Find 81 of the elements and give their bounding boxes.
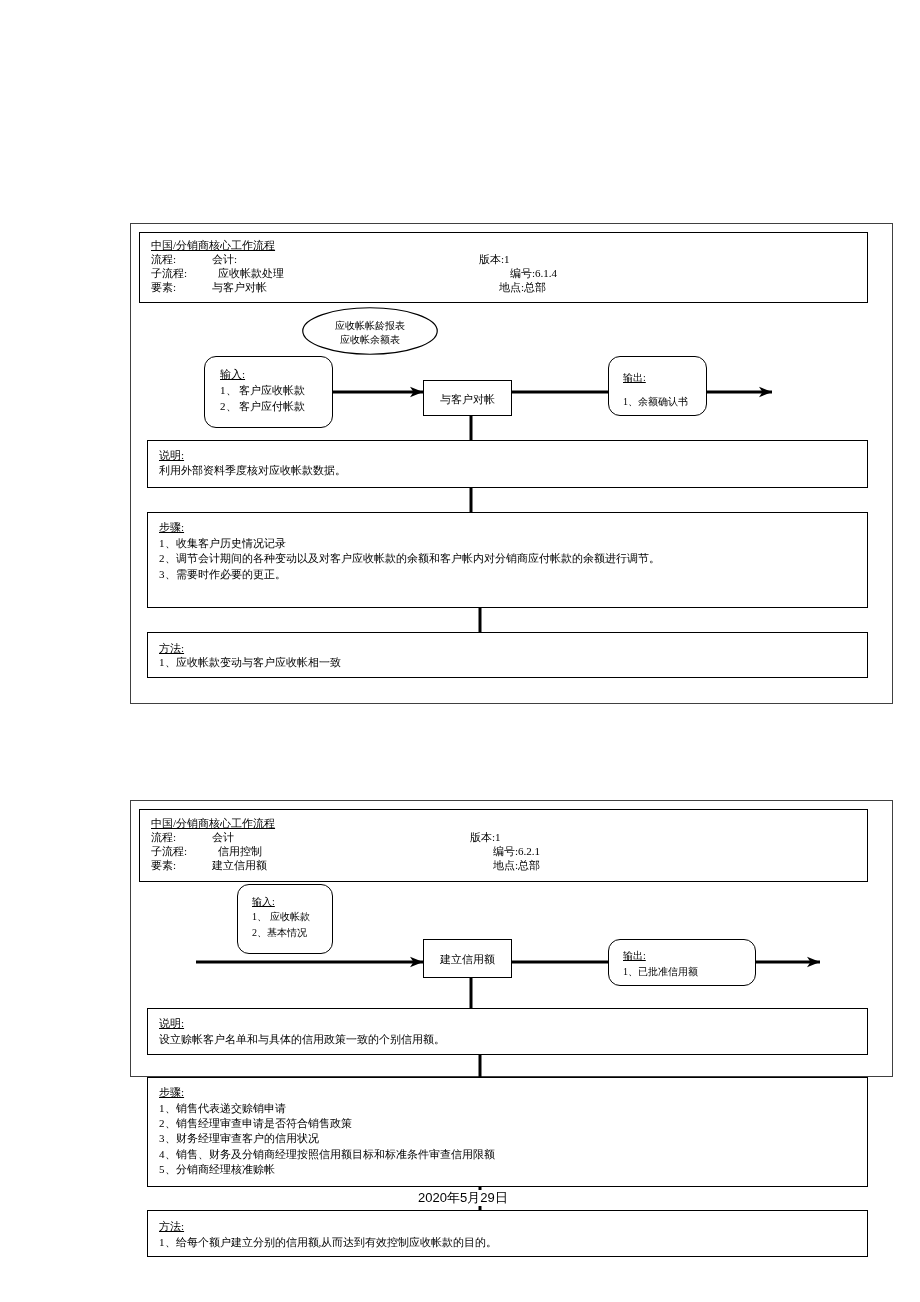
panel-frame: [130, 800, 893, 1077]
arrow: [333, 386, 423, 398]
list-item: 1、已批准信用额: [623, 964, 698, 978]
connector-line: [478, 608, 482, 632]
body-text: 设立赊帐客户名单和与具体的信用政策一致的个别信用额。: [159, 1032, 445, 1046]
field-text: 子流程:: [151, 266, 188, 280]
section-heading: 说明:: [159, 448, 185, 462]
connector-line: [512, 960, 608, 964]
section-heading: 输出:: [623, 948, 646, 962]
method-box: [147, 1210, 868, 1257]
list-item: 1、销售代表递交赊销申请: [159, 1101, 286, 1115]
connector-line: [469, 488, 473, 512]
section-heading: 输入:: [252, 894, 275, 908]
panel-frame: [130, 223, 893, 704]
section-heading: 方法:: [159, 641, 185, 655]
field-text: 流程:: [151, 830, 177, 844]
field-text: 应收帐款处理: [218, 266, 284, 280]
arrow: [756, 956, 820, 968]
arrow: [196, 956, 423, 968]
field-text: 版本:1: [470, 830, 501, 844]
header-title: 中国/分销商核心工作流程: [151, 238, 276, 252]
steps-box: [147, 512, 868, 608]
field-text: 要素:: [151, 858, 177, 872]
list-item: 1、应收帐款变动与客户应收帐相一致: [159, 655, 341, 669]
field-text: 编号:6.1.4: [510, 266, 558, 280]
list-item: 2、销售经理审查申请是否符合销售政策: [159, 1116, 352, 1130]
output-box: [608, 939, 756, 986]
field-text: 要素:: [151, 280, 177, 294]
process-box: [423, 939, 512, 978]
note-text: 应收帐余额表: [340, 332, 400, 346]
connector-line: [469, 978, 473, 1008]
steps-box: [147, 1077, 868, 1187]
section-heading: 说明:: [159, 1016, 185, 1030]
list-item: 1、余额确认书: [623, 394, 688, 408]
section-heading: 输出:: [623, 370, 646, 384]
list-item: 3、财务经理审查客户的信用状况: [159, 1131, 319, 1145]
section-heading: 方法:: [159, 1219, 185, 1233]
field-text: 建立信用额: [212, 858, 267, 872]
list-item: 2、基本情况: [252, 925, 307, 939]
input-box: [237, 884, 333, 954]
process-label: 与客户对帐: [440, 392, 495, 406]
method-box: [147, 632, 868, 678]
header-box: [139, 809, 868, 882]
list-item: 2、 客户应付帐款: [220, 399, 306, 413]
field-text: 流程:: [151, 252, 177, 266]
connector-line: [512, 390, 608, 394]
process-label: 建立信用额: [440, 952, 495, 966]
section-heading: 步骤:: [159, 520, 185, 534]
list-item: 5、分销商经理核准赊帐: [159, 1162, 275, 1176]
note-ellipse: [302, 307, 438, 355]
list-item: 4、销售、财务及分销商经理按照信用额目标和标准条件审查信用限额: [159, 1147, 495, 1161]
field-text: 会计: [212, 830, 234, 844]
field-text: 版本:1: [479, 252, 510, 266]
date-text: 2020年5月29日: [417, 1190, 509, 1206]
body-text: 利用外部资料季度核对应收帐款数据。: [159, 463, 346, 477]
description-box: [147, 1008, 868, 1055]
output-box: [608, 356, 707, 416]
list-item: 1、给每个额户建立分别的信用额,从而达到有效控制应收帐款的目的。: [159, 1235, 498, 1249]
header-box: [139, 232, 868, 303]
description-box: [147, 440, 868, 488]
field-text: 编号:6.2.1: [493, 844, 541, 858]
field-text: 信用控制: [218, 844, 262, 858]
field-text: 会计:: [212, 252, 238, 266]
header-title: 中国/分销商核心工作流程: [151, 816, 276, 830]
process-box: [423, 380, 512, 416]
connector-line: [469, 416, 473, 440]
list-item: 1、收集客户历史情况记录: [159, 536, 286, 550]
note-text: 应收帐帐龄报表: [335, 318, 405, 332]
field-text: 与客户对帐: [212, 280, 267, 294]
input-box: [204, 356, 333, 428]
section-heading: 输入:: [220, 367, 246, 381]
field-text: 子流程:: [151, 844, 188, 858]
arrow: [707, 386, 772, 398]
section-heading: 步骤:: [159, 1085, 185, 1099]
list-item: 1、 应收帐款: [252, 909, 310, 923]
field-text: 地点:总部: [493, 858, 541, 872]
field-text: 地点:总部: [499, 280, 547, 294]
list-item: 1、 客户应收帐款: [220, 383, 306, 397]
list-item: 2、调节会计期间的各种变动以及对客户应收帐款的余额和客户帐内对分销商应付帐款的余额进行调节。: [159, 551, 660, 565]
list-item: 3、需要时作必要的更正。: [159, 567, 286, 581]
connector-line: [478, 1055, 482, 1077]
